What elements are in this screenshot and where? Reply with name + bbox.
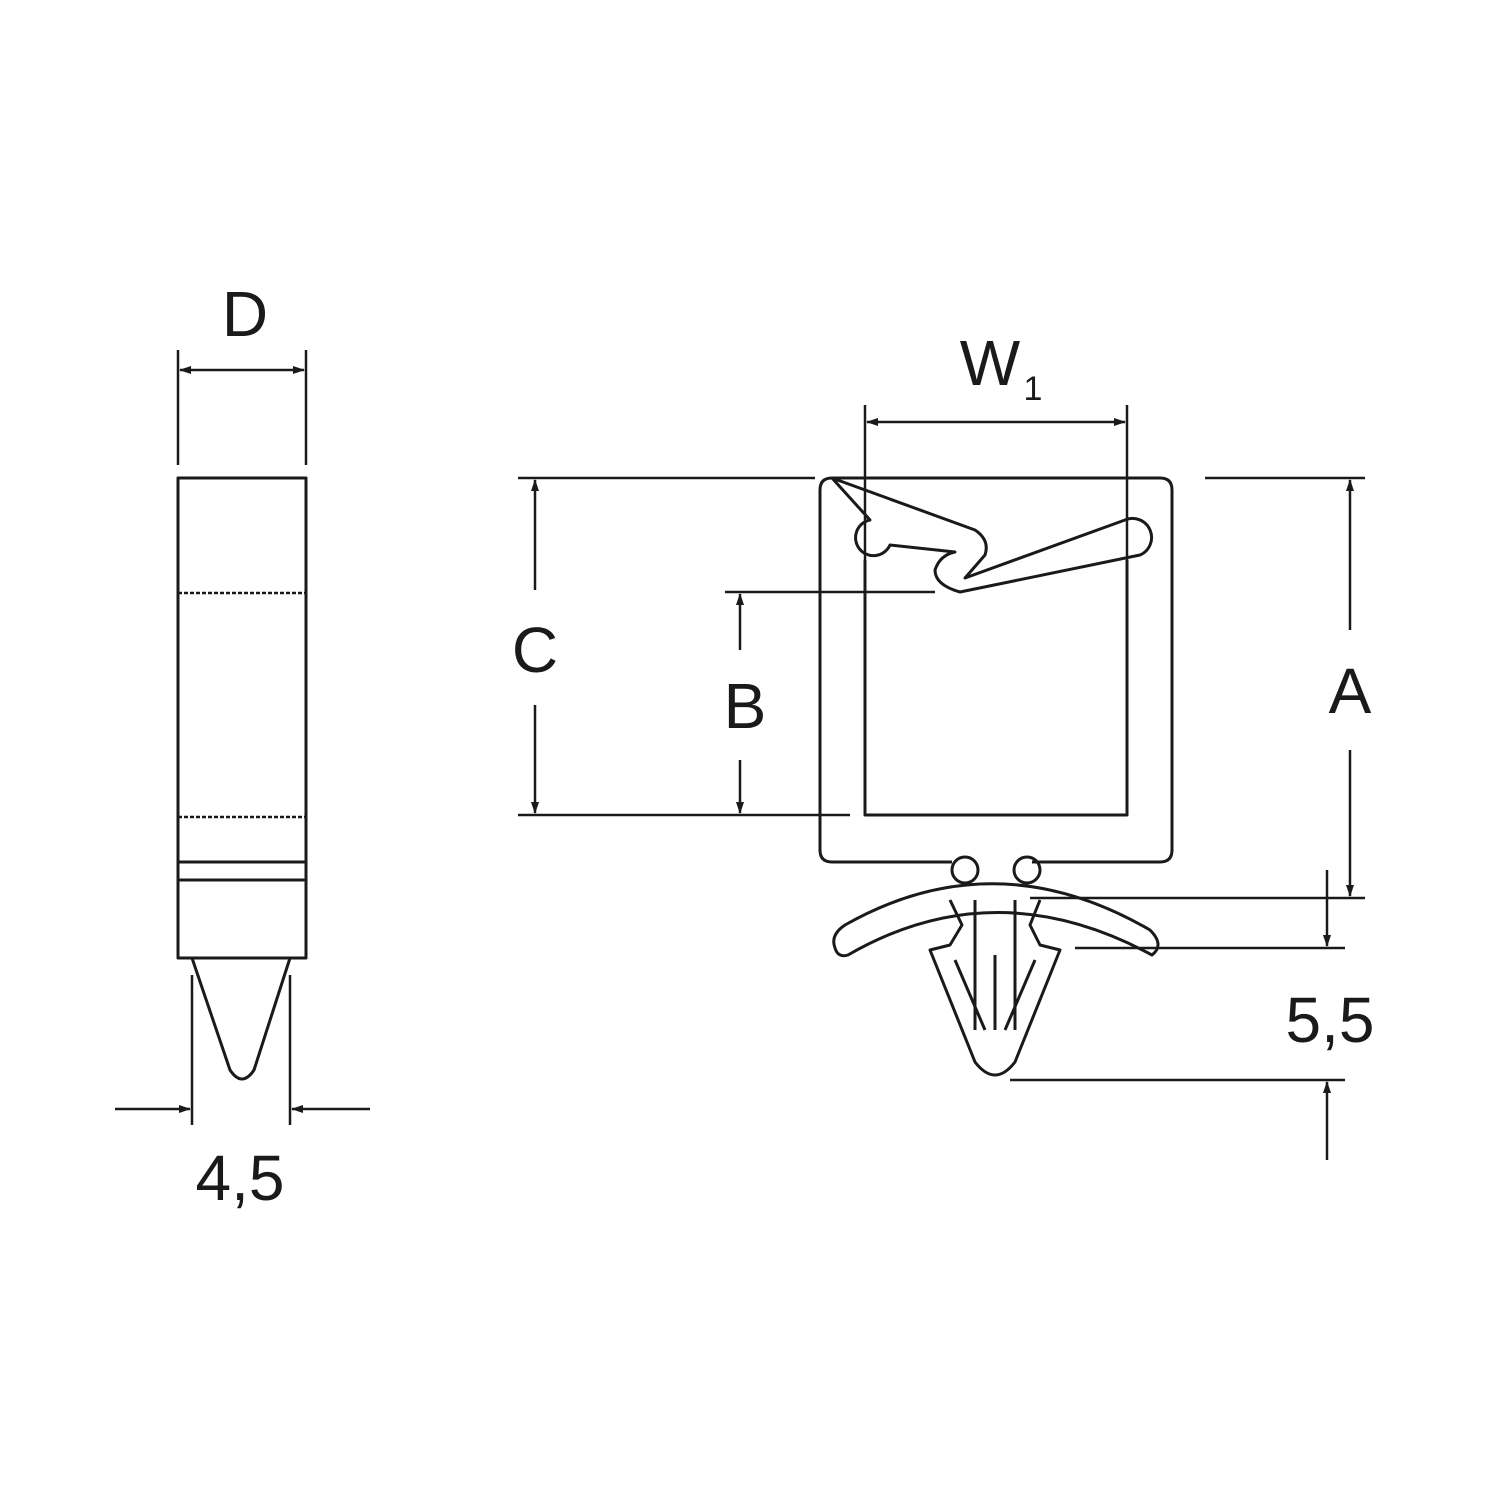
- side-view: [115, 350, 370, 1125]
- label-c: C: [512, 614, 558, 686]
- label-b: B: [724, 670, 767, 742]
- label-a: A: [1329, 655, 1372, 727]
- label-4-5: 4,5: [196, 1142, 285, 1214]
- label-d: D: [222, 278, 268, 350]
- front-view: [518, 405, 1365, 1160]
- side-body: [176, 476, 308, 960]
- label-w: W: [960, 327, 1021, 399]
- label-5-5: 5,5: [1286, 984, 1375, 1056]
- side-pin: [190, 957, 292, 1081]
- clip-wings: [832, 882, 1160, 958]
- clip-pin: [928, 899, 1062, 1077]
- inner-opening: [863, 560, 1129, 817]
- label-w-subscript: 1: [1024, 370, 1043, 408]
- outer-frame: [818, 476, 1174, 864]
- latch-flaps: [830, 476, 1154, 594]
